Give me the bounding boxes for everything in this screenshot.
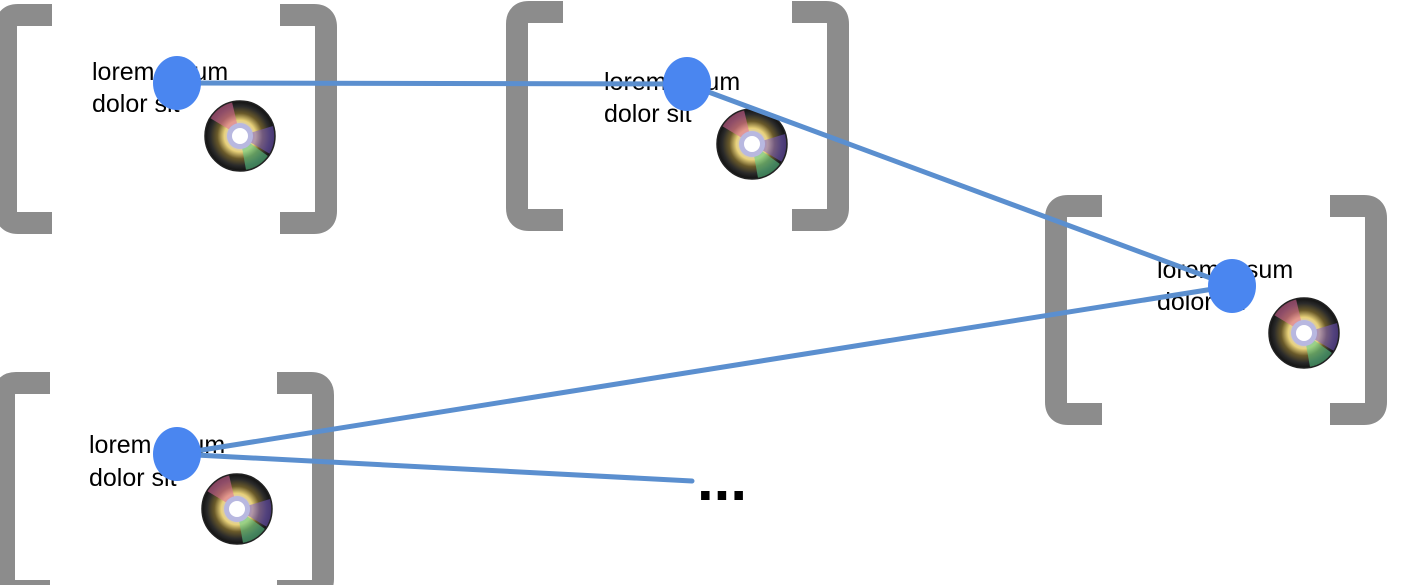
node-dot bbox=[153, 427, 201, 481]
disc-icon bbox=[201, 473, 273, 545]
right-bracket bbox=[280, 15, 326, 223]
node-dot bbox=[153, 56, 201, 110]
connectors bbox=[174, 80, 1235, 484]
disc-icon bbox=[1268, 297, 1340, 369]
node-1: lorem ipsum dolor sit bbox=[517, 12, 838, 220]
edge-1-2 bbox=[684, 81, 1235, 289]
right-bracket bbox=[792, 12, 838, 220]
edge-3-continuation bbox=[174, 451, 695, 484]
node-0: lorem ipsum dolor sit bbox=[6, 15, 326, 223]
node-dots bbox=[153, 56, 1256, 481]
node-dot bbox=[1208, 259, 1256, 313]
left-bracket bbox=[517, 12, 563, 220]
right-bracket bbox=[1330, 206, 1376, 414]
left-bracket bbox=[4, 383, 50, 585]
edge-2-3 bbox=[174, 283, 1235, 457]
right-bracket bbox=[277, 383, 323, 585]
continuation-ellipsis: ... bbox=[697, 446, 747, 513]
disc-icon bbox=[204, 100, 276, 172]
node-dot bbox=[663, 57, 711, 111]
left-bracket bbox=[6, 15, 52, 223]
node-3: lorem ipsum dolor sit bbox=[4, 383, 323, 585]
edge-0-1 bbox=[174, 80, 690, 87]
